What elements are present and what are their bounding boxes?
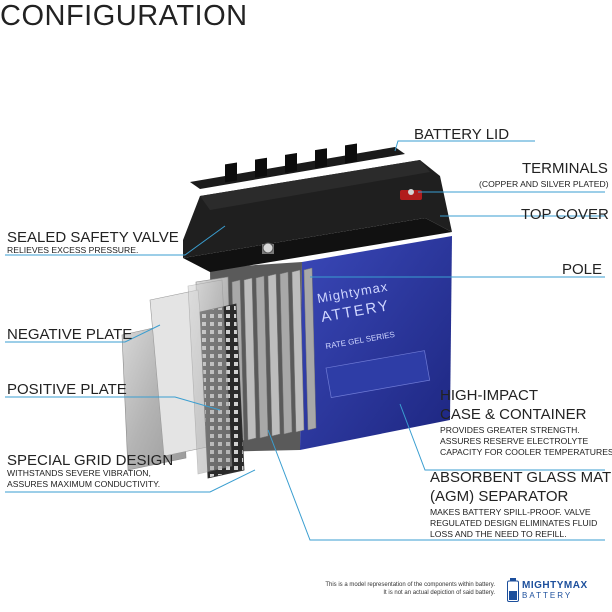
label-terminals-sub: (COPPER AND SILVER PLATED) xyxy=(479,179,609,189)
label-agm-sub2: REGULATED DESIGN ELIMINATES FLUID xyxy=(430,518,598,528)
label-agm-sub3: LOSS AND THE NEED TO REFILL. xyxy=(430,529,567,539)
label-sealed-safety-valve: SEALED SAFETY VALVE xyxy=(7,229,179,246)
label-grid-design-sub2: ASSURES MAXIMUM CONDUCTIVITY. xyxy=(7,479,161,489)
label-case-sub3: CAPACITY FOR COOLER TEMPERATURES. xyxy=(440,447,612,457)
label-case-sub1: PROVIDES GREATER STRENGTH. xyxy=(440,425,580,435)
top-cover-body xyxy=(183,160,452,258)
positive-plate xyxy=(187,279,233,475)
label-negative-plate: NEGATIVE PLATE xyxy=(7,326,133,343)
label-case-title1: HIGH-IMPACT xyxy=(440,387,539,404)
pole xyxy=(262,242,274,254)
label-agm-sub1: MAKES BATTERY SPILL-PROOF. VALVE xyxy=(430,507,591,517)
label-agm-title1: ABSORBENT GLASS MAT xyxy=(430,469,612,486)
label-positive-plate: POSITIVE PLATE xyxy=(7,381,127,398)
label-agm-title2: (AGM) SEPARATOR xyxy=(430,488,569,505)
logo-text-line2: BATTERY xyxy=(522,591,573,600)
brand-logo: MIGHTYMAX BATTERY xyxy=(507,578,607,604)
top-cover xyxy=(183,218,452,272)
disclaimer-line2: It is not an actual depiction of said ba… xyxy=(383,590,495,596)
terminal-red xyxy=(400,189,422,200)
disclaimer-line1: This is a model representation of the co… xyxy=(325,582,495,588)
label-battery-lid: BATTERY LID xyxy=(414,126,510,143)
battery-logo-icon xyxy=(507,578,519,602)
label-terminals: TERMINALS xyxy=(522,160,608,177)
page-title: CONFIGURATION xyxy=(0,0,248,32)
label-grid-design-sub1: WITHSTANDS SEVERE VIBRATION, xyxy=(7,468,151,478)
label-pole: POLE xyxy=(562,261,603,278)
label-top-cover: TOP COVER xyxy=(521,206,609,223)
logo-text-line1: MIGHTYMAX xyxy=(522,580,588,591)
leader-lines xyxy=(5,140,605,541)
disclaimer-note: This is a model representation of the co… xyxy=(325,581,495,597)
battery-label-panel xyxy=(325,350,431,398)
label-case-sub2: ASSURES RESERVE ELECTROLYTE xyxy=(440,436,589,446)
battery-case xyxy=(300,236,452,450)
label-case-title2: CASE & CONTAINER xyxy=(440,406,587,423)
label-special-grid-design: SPECIAL GRID DESIGN xyxy=(7,452,174,469)
label-sealed-safety-valve-sub: RELIEVES EXCESS PRESSURE. xyxy=(7,245,139,255)
cover-ridges xyxy=(225,143,357,183)
